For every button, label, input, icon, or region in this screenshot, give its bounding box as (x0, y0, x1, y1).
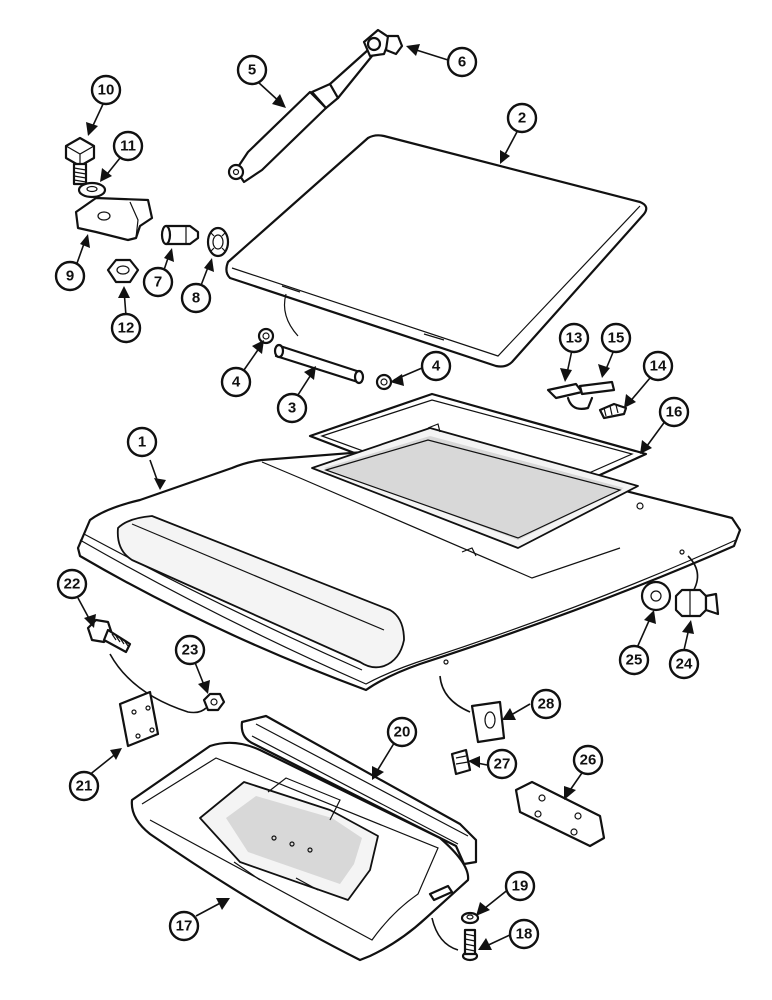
callout-label: 10 (98, 82, 115, 99)
part-washer-25 (640, 580, 672, 612)
callout-4a: 4 (220, 366, 252, 398)
callout-24: 24 (668, 648, 700, 680)
callout-label: 2 (518, 110, 526, 127)
callout-8: 8 (180, 282, 212, 314)
part-ball-joint (362, 28, 404, 58)
callout-2: 2 (506, 102, 538, 134)
callout-label: 9 (66, 268, 74, 285)
callout-28: 28 (530, 688, 562, 720)
part-screw-18 (461, 928, 479, 962)
callout-label: 6 (458, 54, 466, 71)
callout-17: 17 (168, 910, 200, 942)
part-lock-ring-8 (206, 226, 230, 258)
part-bolt-24 (674, 588, 720, 618)
callout-3: 3 (276, 392, 308, 424)
part-latch-plate-15 (578, 380, 616, 396)
callout-5: 5 (236, 54, 268, 86)
callout-label: 23 (182, 642, 199, 659)
part-washer-right (375, 373, 393, 391)
part-nut-23 (202, 692, 226, 712)
leader-arrowheads (80, 44, 694, 950)
part-roof-shell (76, 423, 742, 713)
part-hatch-panel (225, 134, 648, 368)
part-plate-21 (118, 690, 160, 748)
callout-label: 8 (192, 290, 200, 307)
callout-14: 14 (642, 350, 674, 382)
callout-20: 20 (386, 716, 418, 748)
callout-label: 5 (248, 62, 256, 79)
callout-15: 15 (600, 322, 632, 354)
part-hinge-pin (273, 343, 365, 385)
callout-1: 1 (126, 426, 158, 458)
callout-label: 13 (566, 330, 583, 347)
callout-label: 14 (650, 358, 667, 375)
part-washer-19 (460, 911, 480, 925)
part-hinge-pin-7 (160, 224, 200, 246)
callout-label: 4 (432, 358, 441, 375)
part-clip-28 (470, 700, 506, 744)
callout-label: 3 (288, 400, 296, 417)
part-rail-20 (240, 714, 478, 866)
callout-26: 26 (572, 744, 604, 776)
callout-27: 27 (486, 748, 518, 780)
callout-label: 15 (608, 330, 625, 347)
callout-6: 6 (446, 46, 478, 78)
part-clip-27 (450, 748, 472, 776)
callout-label: 24 (676, 656, 693, 673)
callout-25: 25 (618, 644, 650, 676)
part-nut-12 (106, 258, 140, 284)
callout-label: 17 (176, 918, 193, 935)
callout-label: 4 (232, 374, 241, 391)
callout-label: 1 (138, 434, 146, 451)
callout-label: 11 (120, 138, 136, 155)
part-plate-26 (514, 780, 606, 848)
part-screw-14 (598, 402, 628, 420)
callout-18: 18 (508, 918, 540, 950)
callout-23: 23 (174, 634, 206, 666)
callout-label: 26 (580, 752, 597, 769)
part-latch-13 (546, 382, 594, 410)
callout-label: 12 (118, 320, 135, 337)
part-headliner-tray (130, 741, 470, 962)
callout-10: 10 (90, 74, 122, 106)
part-washer-11 (77, 181, 107, 199)
callout-label: 22 (64, 576, 81, 593)
callout-4b: 4 (420, 350, 452, 382)
part-bolt-10 (64, 136, 96, 186)
callout-11: 11 (112, 130, 144, 162)
callout-label: 25 (626, 652, 643, 669)
callout-label: 16 (666, 404, 683, 421)
callout-label: 19 (512, 878, 529, 895)
callout-label: 28 (538, 696, 555, 713)
callout-label: 7 (154, 274, 162, 291)
callout-21: 21 (68, 770, 100, 802)
callout-19: 19 (504, 870, 536, 902)
callout-label: 21 (76, 778, 93, 795)
callout-12: 12 (110, 312, 142, 344)
part-washer-left (257, 327, 275, 345)
callout-label: 18 (516, 926, 533, 943)
callout-13: 13 (558, 322, 590, 354)
callout-label: 20 (394, 724, 411, 741)
callout-9: 9 (54, 260, 86, 292)
callout-7: 7 (142, 266, 174, 298)
callout-16: 16 (658, 396, 690, 428)
part-hinge-bracket (74, 196, 154, 242)
callout-22: 22 (56, 568, 88, 600)
callout-label: 27 (494, 756, 511, 773)
